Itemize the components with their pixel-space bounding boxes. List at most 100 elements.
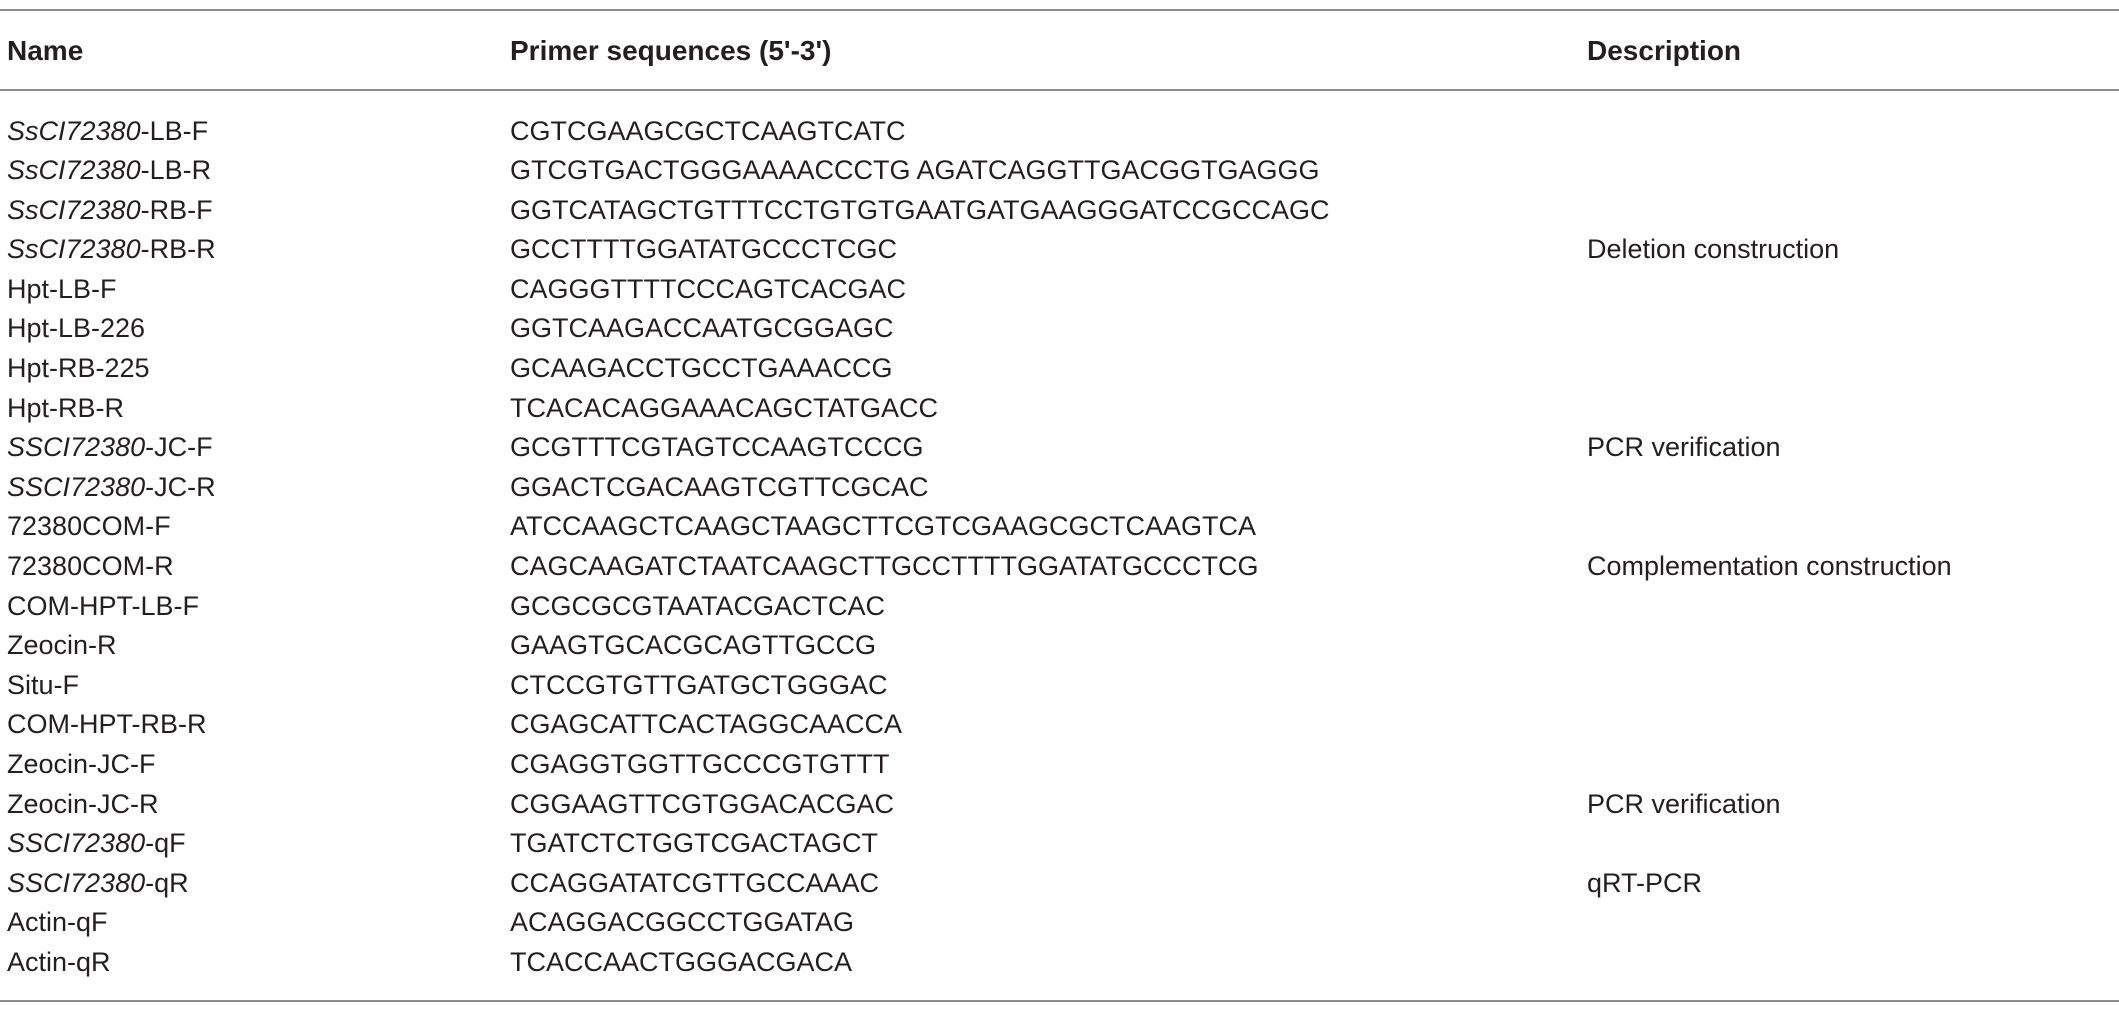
primer-description: qRT-PCR — [1587, 867, 1703, 898]
primer-name: Zeocin-R — [7, 626, 117, 666]
primer-description: PCR verification — [1587, 432, 1781, 463]
gene-id: SSCI72380 — [7, 432, 146, 463]
table-row: Hpt-RB-R TCACACAGGAAACAGCTATGACC — [0, 389, 2119, 429]
gene-id: SSCI72380 — [7, 867, 146, 898]
primer-sequence: GTCGTGACTGGGAAAACCCTG AGATCAGGTTGACGGTGA… — [510, 155, 1320, 186]
primer-sequence: CGGAAGTTCGTGGACACGAC — [510, 788, 895, 819]
header-sequence: Primer sequences (5'-3') — [510, 35, 832, 66]
bottom-rule — [0, 1000, 2119, 1002]
table-row: SsCI72380-LB-F CGTCGAAGCGCTCAAGTCATC — [0, 112, 2119, 152]
gene-id: SSCI72380 — [7, 828, 146, 859]
primer-sequence: TGATCTCTGGTCGACTAGCT — [510, 828, 878, 859]
primer-name: SsCI72380-RB-R — [7, 230, 216, 270]
primer-name-suffix: Zeocin-JC-R — [7, 788, 159, 819]
table-row: SsCI72380-LB-R GTCGTGACTGGGAAAACCCTG AGAT… — [0, 151, 2119, 191]
primer-name-suffix: -qF — [145, 828, 186, 859]
table-row: SSCI72380-qR CCAGGATATCGTTGCCAAAC qRT-PCR — [0, 864, 2119, 904]
primer-name-suffix: -JC-R — [145, 471, 216, 502]
table-row: Hpt-LB-F CAGGGTTTTCCCAGTCACGAC — [0, 270, 2119, 310]
primer-sequence: GCAAGACCTGCCTGAAACCG — [510, 353, 893, 384]
table-row: Zeocin-JC-R CGGAAGTTCGTGGACACGAC PCR verif… — [0, 785, 2119, 825]
primer-name: COM-HPT-LB-F — [7, 587, 199, 627]
primer-name-suffix: 72380COM-R — [7, 551, 174, 582]
header-rule — [0, 89, 2119, 91]
primer-name: SsCI72380-LB-R — [7, 151, 211, 191]
primer-name-suffix: Zeocin-JC-F — [7, 749, 156, 779]
primer-name-suffix: COM-HPT-LB-F — [7, 590, 199, 621]
primer-name: Actin-qR — [7, 943, 111, 983]
primer-name-suffix: Actin-qF — [7, 907, 108, 938]
primer-name: Hpt-RB-R — [7, 389, 124, 429]
table-row: 72380COM-R CAGCAAGATCTAATCAAGCTTGCCTTTTGG… — [0, 547, 2119, 587]
primer-name-suffix: Actin-qR — [7, 946, 111, 977]
header-name: Name — [7, 35, 84, 66]
primer-sequence: CGAGCATTCACTAGGCAACCA — [510, 709, 903, 740]
gene-id: SsCI72380 — [7, 194, 141, 225]
top-rule — [0, 9, 2119, 11]
primer-name-suffix: Hpt-LB-F — [7, 273, 117, 304]
primer-name-suffix: -RB-F — [140, 194, 213, 225]
primer-sequence: ACAGGACGGCCTGGATAG — [510, 907, 855, 938]
table-row: 72380COM-F ATCCAAGCTCAAGCTAAGCTTCGTCGAAGC… — [0, 507, 2119, 547]
primer-name: SsCI72380-LB-F — [7, 112, 208, 152]
table-row: COM-HPT-LB-F GCGCGCGTAATACGACTCAC — [0, 587, 2119, 627]
primer-name: SsCI72380-RB-F — [7, 191, 213, 231]
primer-name-suffix: Situ-F — [7, 669, 80, 700]
primer-sequence: GAAGTGCACGCAGTTGCCG — [510, 630, 877, 661]
gene-id: SSCI72380 — [7, 471, 146, 502]
table-row: SsCI72380-RB-R GCCTTTTGGATATGCCCTCGC Delet… — [0, 230, 2119, 270]
primer-sequence: CGAGGTGGTTGCCCGTGTTT — [510, 749, 890, 779]
primer-sequence: CCAGGATATCGTTGCCAAAC — [510, 867, 880, 898]
gene-id: SsCI72380 — [7, 234, 141, 265]
primer-name-suffix: -RB-R — [140, 234, 216, 265]
primer-name: SSCI72380-qR — [7, 864, 189, 904]
primer-name: Zeocin-JC-F — [7, 745, 156, 785]
primer-sequence: GCCTTTTGGATATGCCCTCGC — [510, 234, 897, 265]
header-description: Description — [1587, 35, 1742, 66]
table-row: Actin-qF ACAGGACGGCCTGGATAG — [0, 903, 2119, 943]
primer-sequence: CTCCGTGTTGATGCTGGGAC — [510, 669, 888, 700]
primer-name-suffix: -LB-R — [140, 155, 212, 186]
primer-name: Hpt-RB-225 — [7, 349, 150, 389]
primer-name-suffix: Hpt-RB-225 — [7, 353, 150, 384]
primer-name: COM-HPT-RB-R — [7, 705, 206, 745]
primer-sequence: ATCCAAGCTCAAGCTAAGCTTCGTCGAAGCGCTCAAGTCA — [510, 511, 1257, 542]
primer-sequence: GCGCGCGTAATACGACTCAC — [510, 590, 886, 621]
primer-sequence: TCACACAGGAAACAGCTATGACC — [510, 392, 939, 423]
primer-description: Complementation construction — [1587, 551, 1952, 582]
primer-sequence: GGACTCGACAAGTCGTTCGCAC — [510, 471, 929, 502]
primer-sequence: GGTCATAGCTGTTTCCTGTGTGAATGATGAAGGGATCCGC… — [510, 194, 1330, 225]
primer-name: Actin-qF — [7, 903, 108, 943]
table-row: Situ-F CTCCGTGTTGATGCTGGGAC — [0, 666, 2119, 706]
primer-name-suffix: Zeocin-R — [7, 630, 117, 661]
primer-name-suffix: Hpt-RB-R — [7, 392, 125, 423]
primer-sequence: GGTCAAGACCAATGCGGAGC — [510, 313, 894, 344]
table-row: COM-HPT-RB-R CGAGCATTCACTAGGCAACCA — [0, 705, 2119, 745]
primer-name: SSCI72380-JC-R — [7, 468, 216, 508]
primer-sequence: CAGCAAGATCTAATCAAGCTTGCCTTTTGGATATGCCCTC… — [510, 551, 1259, 582]
table-row: Zeocin-JC-F CGAGGTGGTTGCCCGTGTTT — [0, 745, 2119, 785]
primer-sequence: CAGGGTTTTCCCAGTCACGAC — [510, 273, 906, 304]
primer-name: 72380COM-R — [7, 547, 174, 587]
gene-id: SsCI72380 — [7, 155, 141, 186]
table-row: SSCI72380-JC-R GGACTCGACAAGTCGTTCGCAC — [0, 468, 2119, 508]
primer-name: SSCI72380-JC-F — [7, 428, 213, 468]
primer-name-suffix: Hpt-LB-226 — [7, 313, 146, 344]
primer-name-suffix: 72380COM-F — [7, 511, 171, 542]
table-row: Zeocin-R GAAGTGCACGCAGTTGCCG — [0, 626, 2119, 666]
primer-name-suffix: -LB-F — [140, 115, 209, 146]
primer-name: 72380COM-F — [7, 507, 171, 547]
primer-name-suffix: -qR — [145, 867, 189, 898]
primer-name: Situ-F — [7, 666, 79, 706]
primer-name: Hpt-LB-F — [7, 270, 117, 310]
primer-description: Deletion construction — [1587, 234, 1840, 265]
table-row: SSCI72380-qF TGATCTCTGGTCGACTAGCT — [0, 824, 2119, 864]
primer-sequence: CGTCGAAGCGCTCAAGTCATC — [510, 115, 906, 146]
table-row: Hpt-LB-226 GGTCAAGACCAATGCGGAGC — [0, 309, 2119, 349]
table-row: Hpt-RB-225 GCAAGACCTGCCTGAAACCG — [0, 349, 2119, 389]
primer-description: PCR verification — [1587, 788, 1781, 819]
primer-name: SSCI72380-qF — [7, 824, 186, 864]
